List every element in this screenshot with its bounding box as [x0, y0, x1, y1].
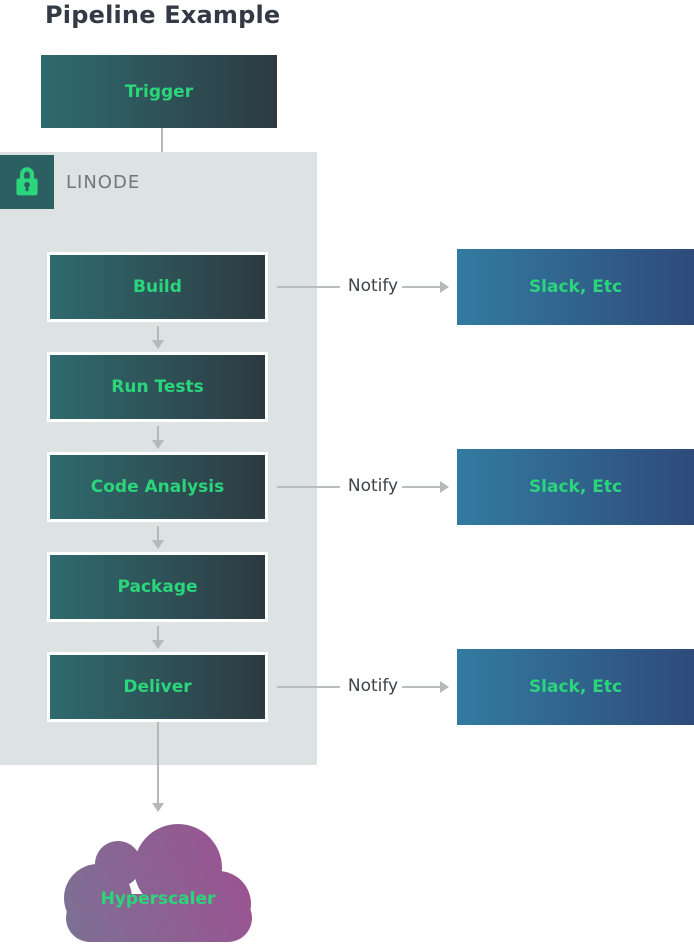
step-label: Build — [133, 277, 182, 297]
notify-line — [402, 686, 440, 688]
lock-icon — [16, 167, 38, 196]
lock-badge — [0, 155, 54, 209]
arrow-deliver-to-cloud — [151, 722, 165, 812]
step-label: Code Analysis — [90, 477, 225, 497]
cloud-label: Hyperscaler — [101, 889, 216, 909]
linode-label: LINODE — [66, 172, 141, 193]
arrowhead-right-icon — [440, 281, 449, 293]
notification-target-box: Slack, Etc — [457, 249, 694, 325]
notify-label: Notify — [347, 676, 399, 696]
step-label: Run Tests — [111, 377, 204, 397]
arrow-package-to-deliver — [151, 626, 165, 649]
notification-target-label: Slack, Etc — [528, 477, 623, 497]
cloud-icon: Hyperscaler — [64, 824, 252, 942]
arrowhead-down-icon — [152, 440, 164, 449]
step-node-code-analysis: Code Analysis — [47, 452, 268, 522]
notify-label: Notify — [347, 276, 399, 296]
step-label: Package — [117, 577, 198, 597]
arrow-codeanalysis-to-package — [151, 526, 165, 549]
hyperscaler-cloud: Hyperscaler — [60, 820, 256, 944]
trigger-node: Trigger — [41, 55, 277, 128]
notification-target-label: Slack, Etc — [528, 277, 623, 297]
notify-line — [277, 686, 340, 688]
notify-line — [277, 286, 340, 288]
arrow-build-to-runtests — [151, 326, 165, 349]
arrowhead-down-icon — [152, 803, 164, 812]
step-label: Deliver — [123, 677, 192, 697]
notification-target-box: Slack, Etc — [457, 649, 694, 725]
notify-line — [402, 286, 440, 288]
arrowhead-right-icon — [440, 681, 449, 693]
arrowhead-right-icon — [440, 481, 449, 493]
step-node-deliver: Deliver — [47, 652, 268, 722]
step-node-package: Package — [47, 552, 268, 622]
arrowhead-down-icon — [152, 640, 164, 649]
arrowhead-down-icon — [152, 340, 164, 349]
arrowhead-down-icon — [152, 540, 164, 549]
notify-line — [277, 486, 340, 488]
notify-line — [402, 486, 440, 488]
notification-target-label: Slack, Etc — [528, 677, 623, 697]
notify-label: Notify — [347, 476, 399, 496]
arrow-runtests-to-codeanalysis — [151, 426, 165, 449]
step-node-run-tests: Run Tests — [47, 352, 268, 422]
trigger-label: Trigger — [124, 81, 194, 102]
step-node-build: Build — [47, 252, 268, 322]
notification-target-box: Slack, Etc — [457, 449, 694, 525]
page-title: Pipeline Example — [45, 1, 281, 29]
